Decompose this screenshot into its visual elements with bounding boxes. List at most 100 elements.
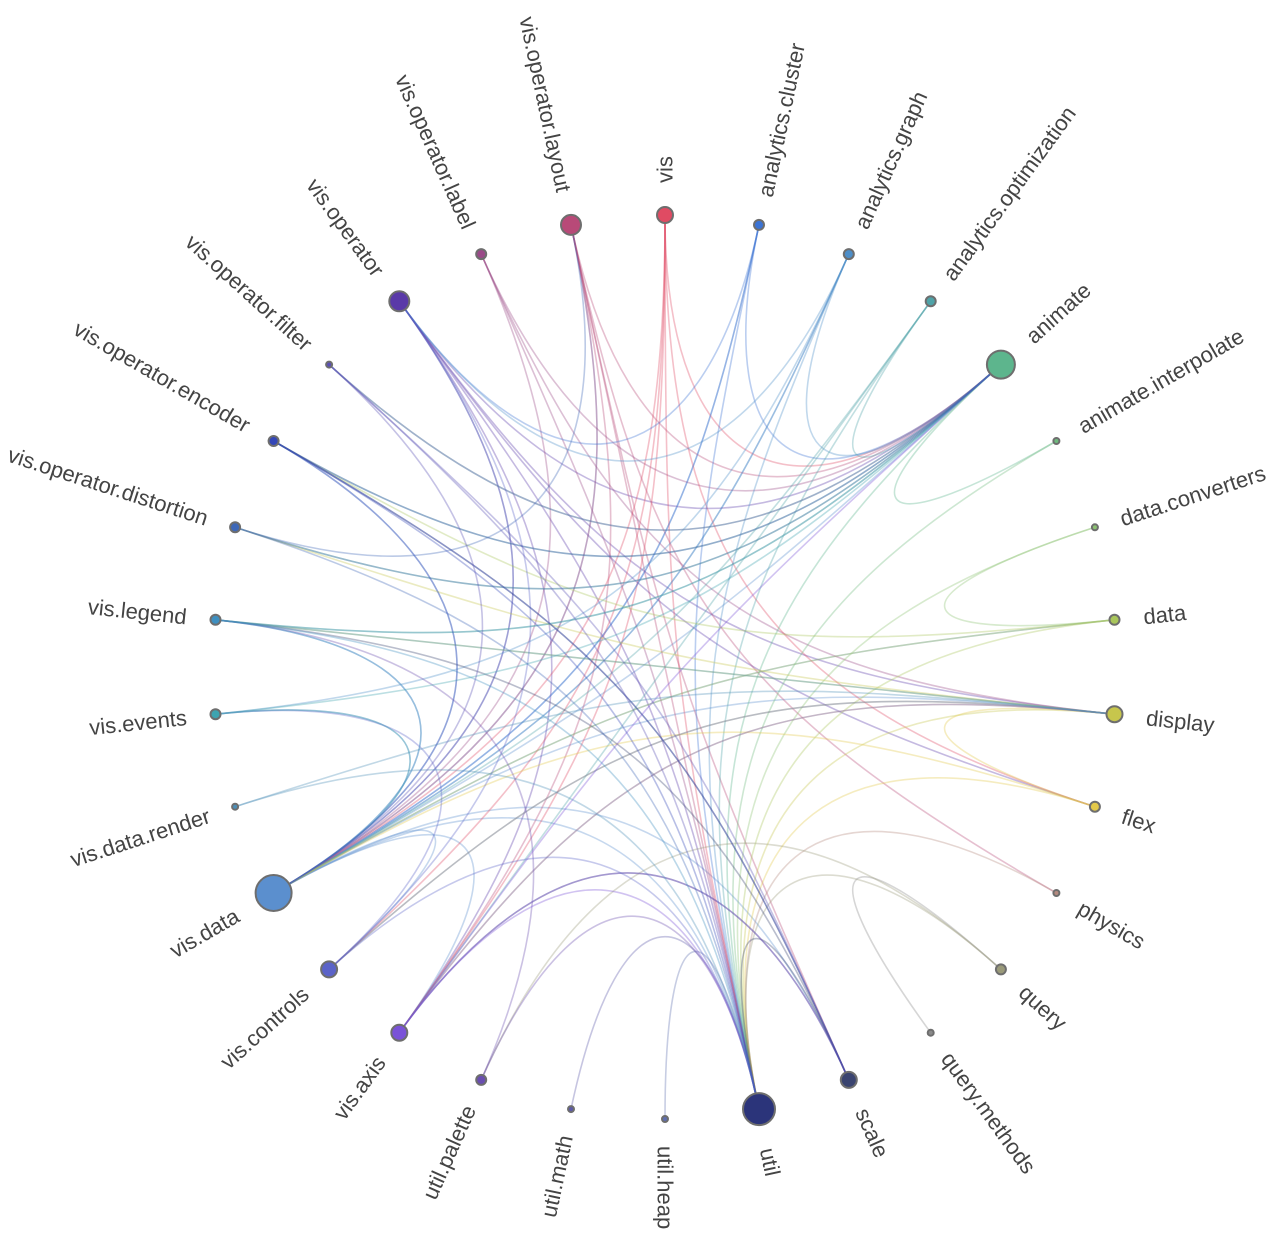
link-vis-operator-filter-to-vis-data xyxy=(273,364,484,894)
link-analytics-optimization-to-vis-axis xyxy=(398,300,932,1034)
link-data-converters-to-util xyxy=(736,526,1096,1110)
link-analytics-graph-to-animate xyxy=(805,253,1002,457)
node-vis-legend[interactable] xyxy=(209,613,222,626)
link-vis-operator-to-animate xyxy=(398,300,1002,510)
label-util: util xyxy=(755,1146,785,1179)
link-animate-to-vis-legend xyxy=(215,364,1002,634)
label-query: query xyxy=(1014,980,1072,1035)
node-data-converters[interactable] xyxy=(1090,523,1099,532)
link-util-math-to-util xyxy=(570,935,760,1110)
node-vis-axis[interactable] xyxy=(390,1023,409,1042)
link-vis-operator-layout-to-util xyxy=(570,224,760,1110)
link-animate-to-animate-interpolate xyxy=(893,364,1057,505)
link-vis-operator-to-flex xyxy=(398,300,1096,808)
link-vis-data-to-animate xyxy=(273,364,1002,894)
label-physics: physics xyxy=(1073,896,1149,954)
link-scale-to-vis-axis xyxy=(398,872,850,1081)
link-vis-controls-to-vis-events xyxy=(215,709,443,970)
link-animate-to-vis-operator-encoder xyxy=(273,364,1002,558)
link-animate-interpolate-to-util xyxy=(732,440,1057,1110)
node-util-math[interactable] xyxy=(567,1105,575,1114)
link-vis-data-to-vis-operator-encoder xyxy=(273,440,458,894)
node-vis-operator-filter[interactable] xyxy=(325,360,334,369)
link-display-to-vis-legend xyxy=(215,619,1115,715)
node-vis[interactable] xyxy=(656,206,674,224)
link-analytics-graph-to-vis-operator xyxy=(398,253,850,462)
link-vis-data-to-vis-legend xyxy=(215,619,422,894)
node-flex[interactable] xyxy=(1088,800,1101,813)
node-display[interactable] xyxy=(1105,705,1124,724)
node-animate[interactable] xyxy=(985,349,1016,380)
link-display-to-vis-controls xyxy=(328,700,1115,970)
node-vis-data-render[interactable] xyxy=(231,802,240,811)
link-vis-operator-to-vis-data xyxy=(273,300,515,894)
link-vis-operator-layout-to-scale xyxy=(570,224,850,1081)
link-vis-operator-distortion-to-vis-operator-layout xyxy=(234,224,586,557)
node-scale[interactable] xyxy=(839,1070,858,1089)
node-util-heap[interactable] xyxy=(661,1115,669,1123)
label-vis-legend: vis.legend xyxy=(87,594,188,629)
node-vis-operator-label[interactable] xyxy=(475,248,488,261)
node-vis-operator[interactable] xyxy=(388,290,411,313)
node-vis-controls[interactable] xyxy=(320,960,339,979)
link-query-to-util-palette xyxy=(480,842,1002,1081)
link-vis-operator-label-to-util xyxy=(480,253,760,1110)
link-util-palette-to-vis-legend xyxy=(215,619,535,1081)
link-vis-axis-to-util xyxy=(398,889,760,1110)
node-util-palette[interactable] xyxy=(475,1073,488,1086)
nodes-layer xyxy=(209,206,1124,1127)
link-vis-operator-layout-to-vis-data xyxy=(273,224,598,894)
link-vis-operator-filter-to-scale xyxy=(328,364,850,1081)
label-vis: vis xyxy=(653,156,678,183)
link-util-heap-to-util xyxy=(664,950,760,1120)
node-query-methods[interactable] xyxy=(926,1028,935,1037)
link-vis-operator-layout-to-vis-axis xyxy=(398,224,612,1034)
label-util-heap: util.heap xyxy=(652,1146,677,1229)
link-analytics-graph-to-vis-data xyxy=(273,253,850,894)
node-vis-operator-encoder[interactable] xyxy=(267,435,280,447)
link-util-palette-to-util xyxy=(480,915,760,1110)
node-animate-interpolate[interactable] xyxy=(1052,437,1061,445)
link-flex-to-display xyxy=(943,707,1115,808)
link-vis-data-to-analytics-cluster xyxy=(273,224,760,894)
label-analytics-cluster: analytics.cluster xyxy=(753,41,810,199)
node-analytics-cluster[interactable] xyxy=(753,218,765,231)
link-vis-data-to-vis-operator xyxy=(273,300,515,894)
node-data[interactable] xyxy=(1108,613,1121,626)
node-physics[interactable] xyxy=(1052,889,1061,897)
link-vis-legend-to-display xyxy=(215,619,1115,715)
link-vis-to-vis-controls xyxy=(328,214,666,970)
link-vis-data-to-vis-operator-layout xyxy=(273,224,598,894)
label-flex: flex xyxy=(1119,804,1159,838)
link-vis-axis-to-animate xyxy=(398,364,1002,1034)
link-vis-data-to-vis-events xyxy=(215,709,411,894)
node-vis-events[interactable] xyxy=(209,708,222,721)
node-vis-operator-distortion[interactable] xyxy=(229,521,242,534)
link-vis-axis-to-display xyxy=(398,703,1115,1034)
label-vis-operator-distortion: vis.operator.distortion xyxy=(5,442,212,530)
link-data-to-vis-data xyxy=(273,619,1115,894)
link-vis-controls-to-vis-operator xyxy=(328,300,532,970)
link-vis-data-to-display xyxy=(273,696,1115,894)
label-vis-operator-layout: vis.operator.layout xyxy=(514,14,576,194)
node-analytics-optimization[interactable] xyxy=(924,295,937,308)
node-analytics-graph[interactable] xyxy=(842,248,855,261)
node-query[interactable] xyxy=(994,963,1007,976)
link-vis-axis-to-scale xyxy=(398,872,850,1081)
link-analytics-optimization-to-animate xyxy=(852,300,1002,458)
link-analytics-graph-to-vis-events xyxy=(215,253,850,715)
link-vis-controls-to-util xyxy=(328,856,760,1110)
link-vis-to-util xyxy=(664,214,760,1110)
link-vis-data-render-to-display xyxy=(234,690,1115,808)
label-data-converters: data.converters xyxy=(1117,460,1269,531)
label-vis-controls: vis.controls xyxy=(215,982,314,1074)
link-analytics-graph-to-util xyxy=(708,253,850,1110)
link-data-to-vis-operator-encoder xyxy=(273,440,1115,638)
node-vis-operator-layout[interactable] xyxy=(560,213,582,236)
node-vis-data[interactable] xyxy=(254,874,293,912)
link-vis-operator-to-vis-axis xyxy=(398,300,553,1034)
link-vis-legend-to-util xyxy=(215,619,760,1110)
link-vis-operator-to-util xyxy=(398,300,760,1110)
label-query-methods: query.methods xyxy=(936,1047,1041,1178)
node-util[interactable] xyxy=(742,1092,776,1127)
